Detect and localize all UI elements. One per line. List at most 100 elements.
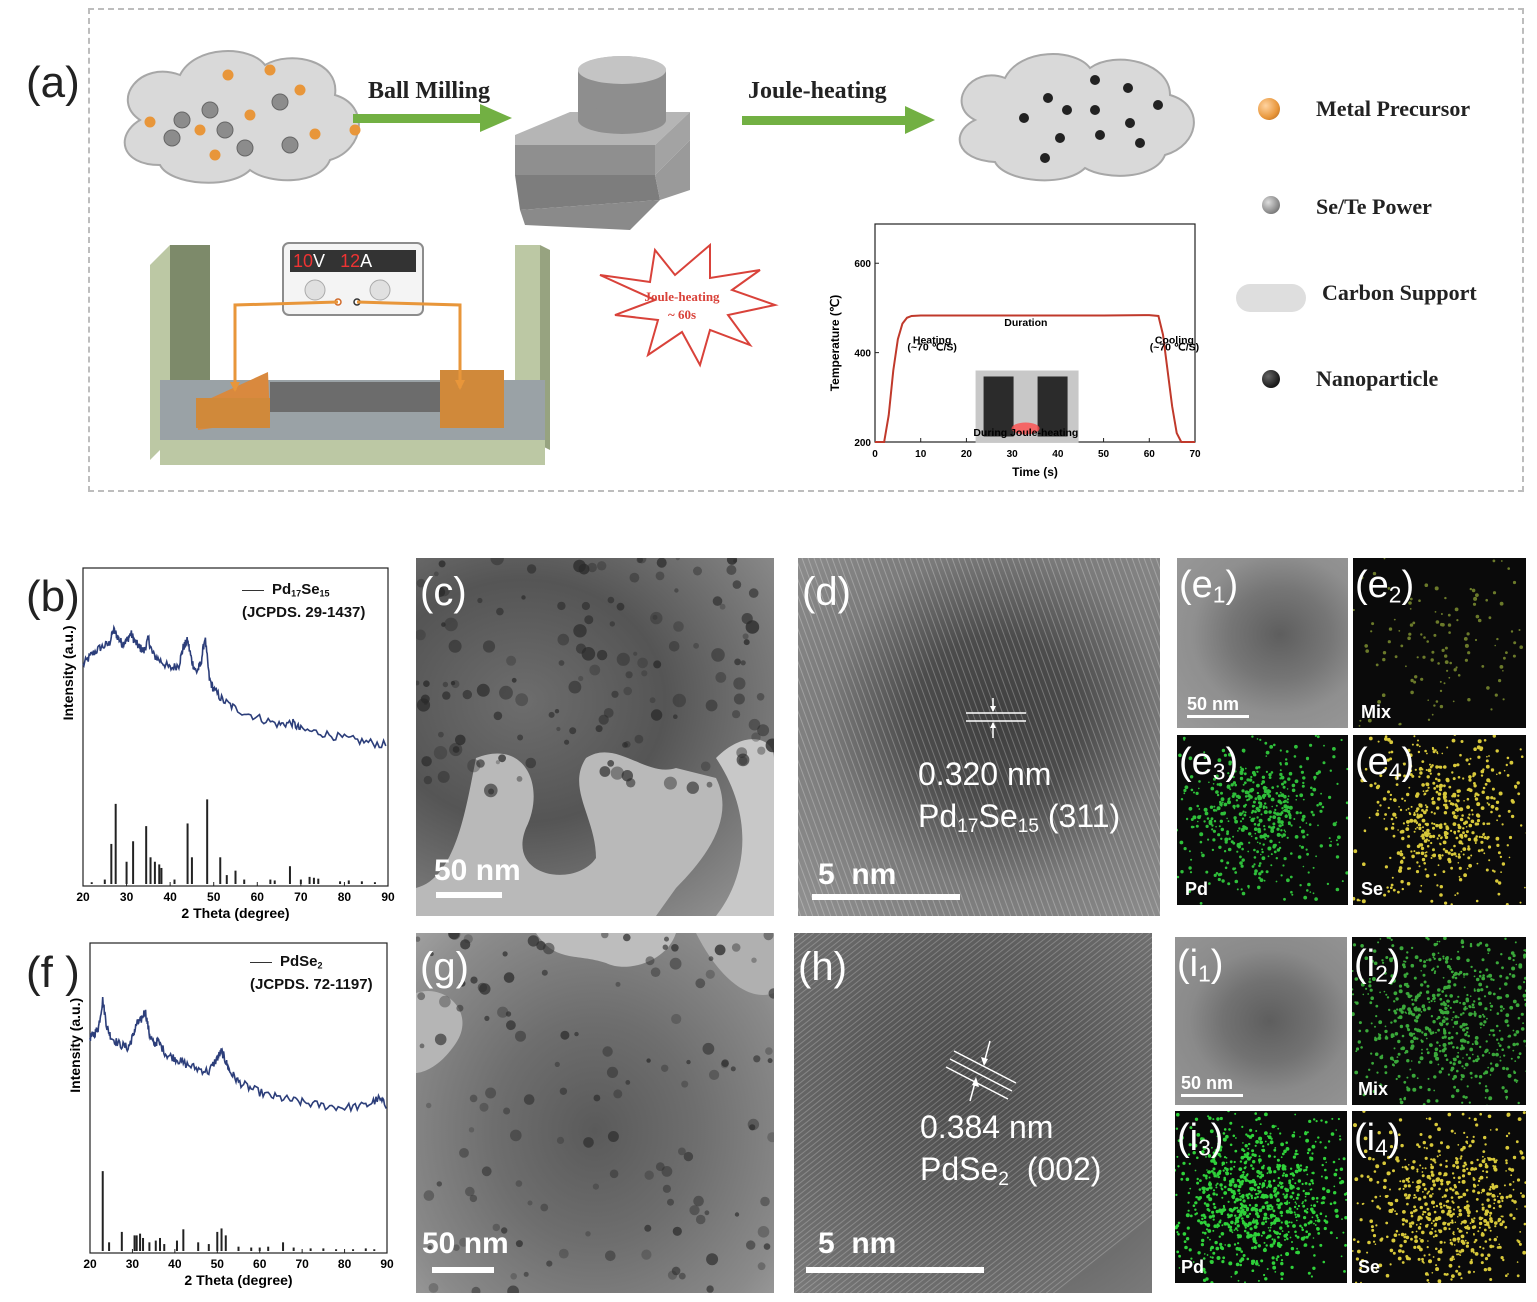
eds-signal-dot — [1453, 852, 1457, 856]
eds-signal-dot — [1264, 1112, 1268, 1117]
eds-signal-dot — [1426, 1048, 1429, 1051]
eds-signal-dot — [1400, 1232, 1405, 1237]
panel-a-frame — [88, 8, 1524, 492]
eds-signal-dot — [1317, 1219, 1321, 1223]
eds-signal-dot — [1459, 1013, 1463, 1016]
eds-signal-dot — [1436, 752, 1439, 755]
eds-signal-dot — [1410, 1060, 1413, 1062]
lattice-fringe — [794, 936, 1152, 1222]
eds-signal-dot — [1221, 748, 1226, 753]
eds-signal-dot — [1263, 828, 1266, 831]
lattice-fringe — [1107, 558, 1160, 702]
eds-signal-dot — [1254, 1203, 1258, 1208]
eds-signal-dot — [1434, 611, 1437, 613]
eds-signal-dot — [1443, 1194, 1447, 1198]
eds-signal-dot — [1386, 886, 1389, 889]
eds-signal-dot — [1417, 750, 1421, 754]
eds-signal-dot — [1291, 1133, 1296, 1138]
eds-signal-dot — [1425, 1117, 1428, 1120]
eds-signal-dot — [1462, 1168, 1466, 1173]
eds-signal-dot — [1384, 865, 1388, 869]
eds-signal-dot — [1272, 825, 1276, 829]
eds-signal-dot — [1488, 973, 1493, 978]
eds-signal-dot — [1335, 1214, 1339, 1218]
lattice-fringe — [993, 558, 1126, 916]
eds-signal-dot — [1439, 1202, 1443, 1206]
tem-particle — [423, 680, 430, 687]
eds-signal-dot — [1187, 1201, 1190, 1204]
eds-signal-dot — [1453, 1244, 1456, 1246]
eds-signal-dot — [1353, 1238, 1356, 1241]
eds-signal-dot — [1451, 771, 1454, 774]
eds-signal-dot — [1204, 1253, 1206, 1255]
eds-signal-dot — [1487, 991, 1492, 995]
eds-signal-dot — [1505, 1145, 1510, 1150]
tem-particle — [669, 957, 682, 970]
eds-signal-dot — [1264, 1216, 1268, 1220]
eds-signal-dot — [1185, 1213, 1190, 1218]
eds-signal-dot — [1423, 810, 1426, 813]
eds-signal-dot — [1437, 1257, 1441, 1261]
eds-signal-dot — [1501, 862, 1506, 866]
eds-signal-dot — [1478, 1014, 1482, 1019]
joule-heating-arrow — [742, 106, 935, 134]
eds-signal-dot — [1394, 1032, 1399, 1036]
eds-signal-dot — [1239, 1198, 1242, 1201]
eds-signal-dot — [1497, 892, 1501, 896]
tem-particle — [462, 689, 472, 700]
eds-signal-dot — [1431, 1200, 1435, 1205]
eds-signal-dot — [1461, 842, 1464, 845]
eds-signal-dot — [1450, 829, 1453, 832]
eds-signal-dot — [1418, 599, 1421, 602]
eds-signal-dot — [1426, 1207, 1430, 1211]
eds-signal-dot — [1280, 1221, 1283, 1224]
eds-signal-dot — [1196, 1177, 1199, 1181]
eds-signal-dot — [1473, 1270, 1475, 1273]
eds-signal-dot — [1313, 775, 1317, 780]
eds-signal-dot — [1466, 1200, 1469, 1203]
eds-signal-dot — [1324, 1120, 1328, 1124]
eds-signal-dot — [1362, 1202, 1365, 1205]
eds-signal-dot — [1247, 1147, 1250, 1150]
tem-particle — [743, 639, 750, 646]
eds-signal-dot — [1460, 1078, 1463, 1081]
eds-signal-dot — [1216, 1176, 1218, 1178]
eds-signal-dot — [1492, 735, 1496, 738]
eds-signal-dot — [1211, 1146, 1213, 1149]
eds-signal-dot — [1258, 805, 1262, 809]
lattice-fringe — [1053, 1214, 1152, 1293]
eds-signal-dot — [1291, 788, 1296, 793]
eds-signal-dot — [1445, 1159, 1448, 1163]
eds-signal-dot — [1443, 784, 1446, 788]
eds-signal-dot — [1277, 1241, 1281, 1246]
eds-signal-dot — [1399, 808, 1403, 812]
eds-signal-dot — [1429, 1231, 1433, 1235]
eds-signal-dot — [1508, 835, 1513, 840]
eds-signal-dot — [1253, 1232, 1258, 1236]
eds-signal-dot — [1490, 804, 1495, 809]
eds-signal-dot — [1420, 1039, 1423, 1042]
xrd-x-axis-label: 2 Theta (degree) — [184, 1272, 292, 1288]
tem-particle — [434, 1033, 447, 1046]
eds-signal-dot — [1442, 840, 1447, 845]
precursor-particle — [294, 84, 306, 96]
eds-signal-dot — [1457, 862, 1460, 864]
eds-signal-dot — [1212, 1229, 1215, 1232]
tem-particle — [557, 633, 570, 646]
eds-signal-dot — [1296, 1235, 1300, 1239]
x-tick-label: 70 — [1189, 449, 1201, 460]
eds-signal-dot — [1381, 959, 1384, 962]
eds-signal-dot — [1474, 1074, 1478, 1078]
eds-signal-dot — [1419, 1216, 1423, 1220]
eds-signal-dot — [1458, 1181, 1461, 1184]
lattice-fringe — [794, 933, 990, 1089]
eds-signal-dot — [1385, 1221, 1389, 1225]
eds-signal-dot — [1437, 778, 1441, 782]
eds-signal-dot — [1393, 798, 1397, 802]
lattice-fringe — [825, 558, 958, 916]
eds-signal-dot — [1412, 1160, 1416, 1164]
eds-signal-dot — [1196, 1196, 1199, 1199]
eds-signal-dot — [1518, 629, 1521, 631]
tem-particle — [607, 1131, 619, 1142]
eds-signal-dot — [1489, 1211, 1493, 1215]
